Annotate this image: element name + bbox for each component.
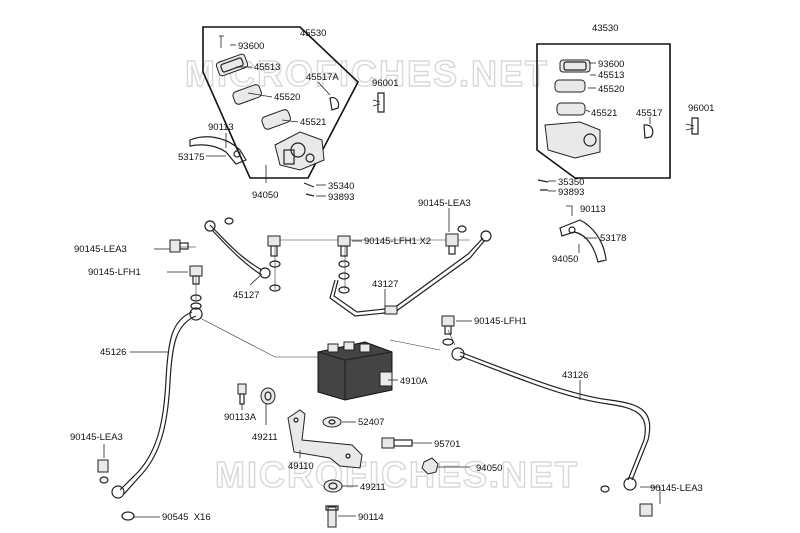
leader-lines	[103, 44, 661, 518]
label-53175: 53175	[178, 152, 204, 163]
label-96001-right: 96001	[688, 103, 714, 114]
label-43530: 43530	[592, 23, 618, 34]
label-90145-lfh1-left: 90145-LFH1	[88, 267, 141, 278]
watermark-bottom: MICROFICHES.NET	[215, 454, 579, 495]
label-90145-lea3-left: 90145-LEA3	[74, 244, 127, 255]
banjo-bolt-lfh1-right	[441, 315, 455, 346]
banjo-bolt-lea3-top-right	[445, 225, 467, 255]
label-90145-lfh1-right: 90145-LFH1	[474, 316, 527, 327]
grommet-49211-lower	[323, 479, 343, 493]
bolt-96001-right	[685, 117, 699, 135]
bolt-96001-left	[372, 92, 385, 113]
reservoir-cap-left	[215, 53, 249, 77]
label-45513-right: 45513	[598, 70, 624, 81]
label-45127: 45127	[233, 290, 259, 301]
label-43126: 43126	[562, 370, 588, 381]
label-43127: 43127	[372, 279, 398, 290]
label-90113-left: 90113	[208, 122, 234, 133]
label-45517: 45517	[636, 108, 662, 119]
label-90145-lea3-bottom-left: 90145-LEA3	[70, 432, 123, 443]
hose-fitting-45517	[643, 124, 654, 139]
diaphragm-left	[261, 109, 291, 130]
brake-line-43126	[451, 347, 651, 491]
banjo-bolt-lea3-bottom-left	[97, 459, 109, 484]
grommet-49211-upper	[260, 387, 276, 405]
label-53178: 53178	[600, 233, 626, 244]
screw-35350	[537, 179, 549, 191]
label-45126: 45126	[100, 347, 126, 358]
label-45530: 45530	[300, 28, 326, 39]
banjo-bolt-lea3-bottom-right	[600, 485, 653, 517]
hose-fitting-45517A	[329, 97, 340, 111]
label-93600-right: 93600	[598, 59, 624, 70]
label-35340: 35340	[328, 181, 354, 192]
label-45517a: 45517A	[306, 72, 339, 83]
label-90145-lfh1-x2: 90145-LFH1 X2	[364, 236, 431, 247]
label-90145-lea3-bottom-right: 90145-LEA3	[650, 483, 703, 494]
label-96001-left: 96001	[372, 78, 398, 89]
abs-hydraulic-unit	[317, 341, 393, 401]
diaphragm-plate-left	[232, 84, 262, 105]
label-90145-lea3-top-right: 90145-LEA3	[418, 198, 471, 209]
label-35350: 35350	[558, 177, 584, 188]
banjo-bolt-lea3-left	[169, 239, 189, 253]
banjo-bolts-lfh1-x2	[267, 235, 351, 294]
label-93893-right: 93893	[558, 187, 584, 198]
nut-94050-lower	[421, 457, 439, 475]
brake-hose-45127	[204, 220, 271, 279]
label-45520-left: 45520	[274, 92, 300, 103]
label-49211-lower: 49211	[360, 482, 386, 493]
brake-lever-left	[189, 136, 247, 165]
washer-90545	[121, 511, 135, 521]
label-52407: 52407	[358, 417, 384, 428]
label-45521-left: 45521	[300, 117, 326, 128]
right-kit-frame	[536, 43, 671, 179]
bolt-95701	[381, 437, 413, 449]
brake-lever-right	[559, 205, 607, 263]
reservoir-cap-right	[559, 59, 591, 73]
screw-93600-left	[219, 35, 224, 48]
left-kit-frame	[202, 26, 359, 179]
label-4910a: 4910A	[400, 376, 428, 387]
label-90113a-lower: 90113A	[224, 412, 257, 423]
washers-left	[190, 217, 234, 310]
screw-35340	[303, 182, 315, 197]
banjo-bolt-lfh1-left	[189, 265, 203, 285]
label-49211-upper: 49211	[252, 432, 278, 443]
label-94050-left: 94050	[252, 190, 278, 201]
brake-hose-45126	[111, 307, 203, 499]
grommet-90113A	[237, 383, 247, 405]
connection-lines	[180, 239, 470, 358]
collar-90114	[325, 505, 339, 528]
diaphragm-plate-right	[554, 79, 586, 93]
diaphragm-right	[556, 102, 586, 116]
label-45513-left: 45513	[254, 62, 280, 73]
brake-line-43127	[329, 230, 492, 317]
master-cylinder-right	[544, 121, 601, 159]
label-90113-right: 90113	[580, 204, 606, 215]
label-93893-left: 93893	[328, 192, 354, 203]
bracket-49110	[287, 409, 363, 469]
label-94050-right: 94050	[552, 254, 578, 265]
label-45520-right: 45520	[598, 84, 624, 95]
label-95701: 95701	[434, 439, 460, 450]
label-49110: 49110	[288, 461, 314, 472]
master-cylinder-left	[274, 131, 325, 171]
label-45521-right: 45521	[591, 108, 617, 119]
label-90114: 90114	[358, 512, 384, 523]
label-90545: 90545 X16	[162, 512, 211, 523]
label-93600-left: 93600	[238, 41, 264, 52]
part-labels: 45530 93600 45513 45517A 45520 45521 960…	[70, 23, 714, 523]
washer-52407	[322, 416, 342, 428]
label-94050-lower: 94050	[476, 463, 502, 474]
